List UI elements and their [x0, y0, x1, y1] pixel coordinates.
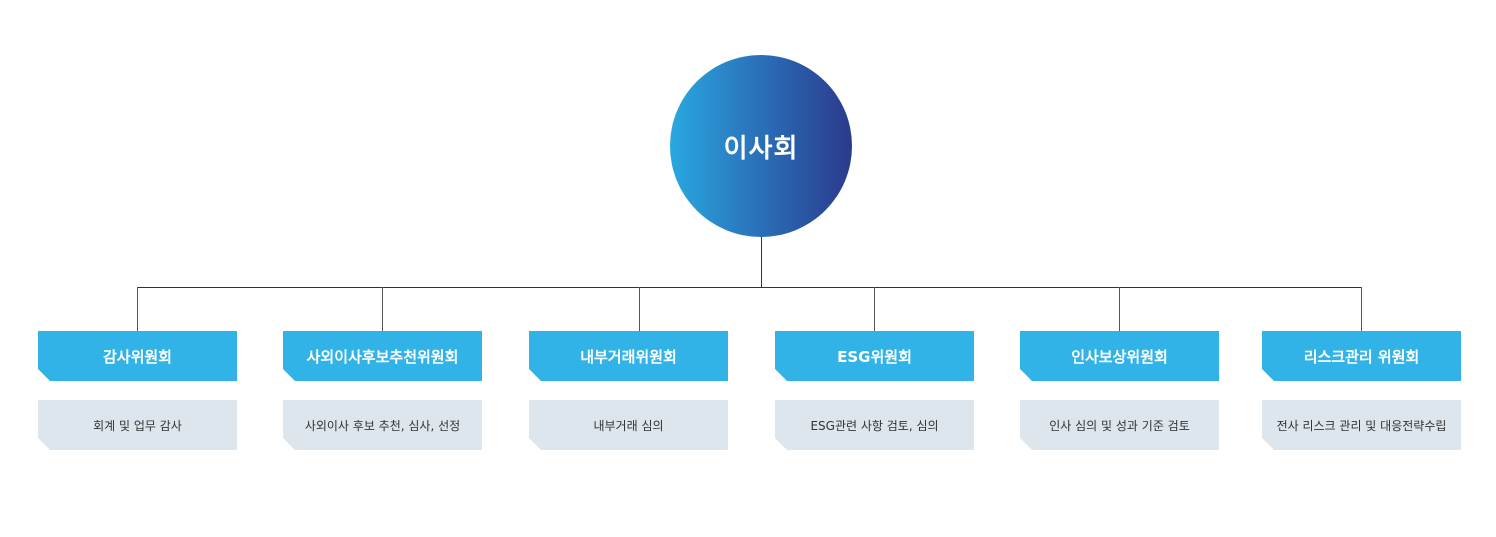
committee-internal-transaction: 내부거래위원회 내부거래 심의 [529, 331, 728, 450]
committee-description: 내부거래 심의 [529, 400, 728, 450]
committee-connector-line [639, 287, 640, 331]
committee-connector-line [1361, 287, 1362, 331]
committee-description: 인사 심의 및 성과 기준 검토 [1020, 400, 1219, 450]
committee-description: 전사 리스크 관리 및 대응전략수립 [1262, 400, 1461, 450]
committee-connector-line [874, 287, 875, 331]
horizontal-connector-line [137, 287, 1362, 288]
committee-outside-director-nomination: 사외이사후보추천위원회 사외이사 후보 추천, 심사, 선정 [283, 331, 482, 450]
committee-title: 리스크관리 위원회 [1262, 331, 1461, 381]
committee-description: ESG관련 사항 검토, 심의 [775, 400, 974, 450]
committee-connector-line [382, 287, 383, 331]
committee-connector-line [1119, 287, 1120, 331]
committee-risk-management: 리스크관리 위원회 전사 리스크 관리 및 대응전략수립 [1262, 331, 1461, 450]
committee-title: 내부거래위원회 [529, 331, 728, 381]
committee-title: 인사보상위원회 [1020, 331, 1219, 381]
committee-title: ESG위원회 [775, 331, 974, 381]
board-title: 이사회 [723, 133, 799, 164]
committee-esg: ESG위원회 ESG관련 사항 검토, 심의 [775, 331, 974, 450]
committee-title: 사외이사후보추천위원회 [283, 331, 482, 381]
board-node: 이사회 [670, 55, 852, 237]
committee-description: 사외이사 후보 추천, 심사, 선정 [283, 400, 482, 450]
committee-audit: 감사위원회 회계 및 업무 감사 [38, 331, 237, 450]
committee-hr-compensation: 인사보상위원회 인사 심의 및 성과 기준 검토 [1020, 331, 1219, 450]
board-connector-line [761, 237, 762, 287]
committee-title: 감사위원회 [38, 331, 237, 381]
committee-description: 회계 및 업무 감사 [38, 400, 237, 450]
committee-connector-line [137, 287, 138, 331]
